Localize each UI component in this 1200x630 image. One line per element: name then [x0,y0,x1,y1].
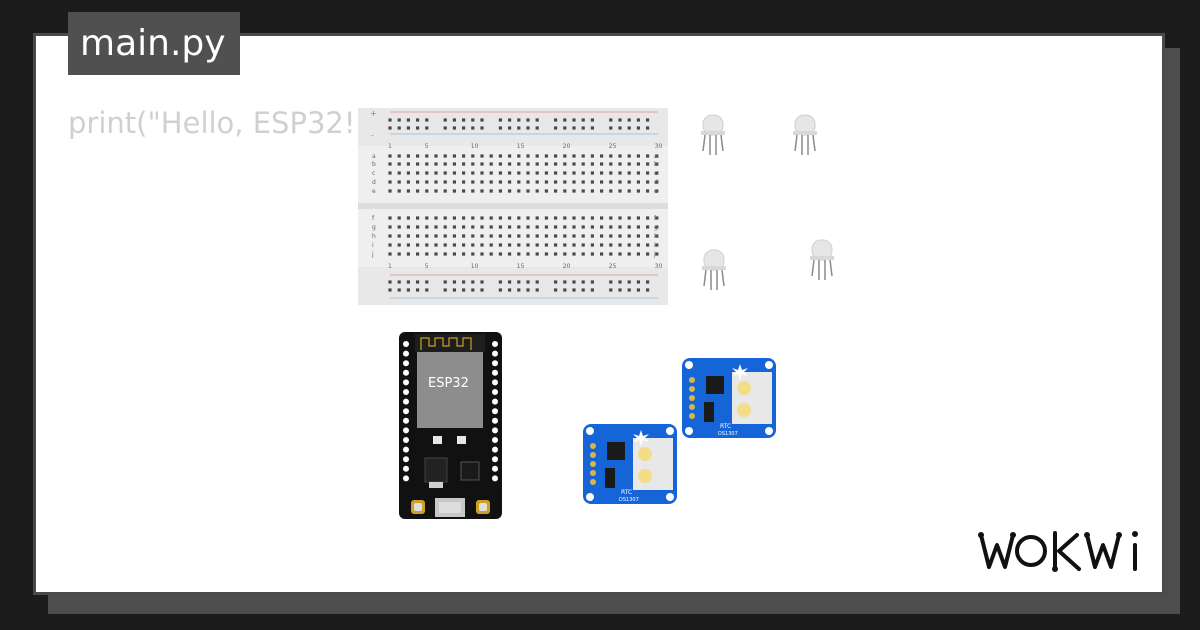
row-letter: i [654,242,656,249]
rgb-led-icon[interactable] [697,111,729,159]
file-tab-main-py[interactable]: main.py [68,12,240,75]
header-pin[interactable] [492,446,498,453]
wokwi-logo [978,531,1138,572]
header-pin[interactable] [492,398,498,405]
header-pin[interactable] [492,360,498,367]
row-letter: g [372,224,376,231]
row-letter: a [372,153,376,160]
row-letter: j [653,251,656,258]
header-pin[interactable] [403,456,409,463]
code-line: print("Hello, ESP32!") [68,106,381,140]
header-pin[interactable] [403,398,409,405]
header-pin[interactable] [403,369,409,376]
rtc-module[interactable]: RTC DS1307 [583,424,677,504]
column-number: 1 [388,263,392,270]
rtc-title: RTC [720,423,731,430]
rtc-module[interactable]: RTC DS1307 [682,358,776,438]
row-letter: g [654,224,658,231]
header-pin[interactable] [403,379,409,386]
column-number: 30 [655,143,663,150]
column-number: 10 [471,263,479,270]
row-letter: f [654,215,657,222]
row-letter: a [654,153,658,160]
row-letter: b [654,161,658,168]
header-pin[interactable] [492,437,498,443]
esp32-devkit[interactable]: ESP32 [399,332,502,519]
header-pin[interactable] [492,475,498,482]
header-pin[interactable] [492,417,498,424]
header-pin[interactable] [492,350,498,357]
rgb-led-icon[interactable] [789,111,821,159]
row-letter: c [372,170,375,177]
column-number: 20 [563,263,571,270]
header-pin[interactable] [403,446,409,453]
column-number: 1 [388,143,392,150]
header-pin[interactable] [403,389,409,395]
header-pin[interactable] [492,341,498,347]
row-letter: i [372,242,374,249]
header-pin[interactable] [403,350,409,357]
header-pin[interactable] [492,465,498,472]
row-letter: e [372,188,376,195]
header-pin[interactable] [492,379,498,386]
rail-minus-label: - [371,131,374,140]
column-number: 25 [609,263,617,270]
row-letter: c [654,170,657,177]
rail-plus-label: + [370,109,377,118]
header-pin[interactable] [403,465,409,472]
header-pin[interactable] [403,408,409,415]
header-pin[interactable] [492,427,498,434]
header-pin[interactable] [403,475,409,482]
header-pin[interactable] [403,341,409,347]
esp32-chip-label: ESP32 [428,376,469,391]
header-pin[interactable] [403,427,409,434]
column-number: 5 [425,263,429,270]
column-number: 15 [517,143,525,150]
column-number: 5 [425,143,429,150]
row-letter: h [372,233,376,240]
row-letter: e [654,188,658,195]
rtc-title: RTC [621,489,632,496]
header-pin[interactable] [403,360,409,367]
header-pin[interactable] [403,437,409,443]
rtc-part: DS1307 [619,497,639,503]
rtc-part: DS1307 [718,431,738,437]
column-number: 10 [471,143,479,150]
row-letter: b [372,161,376,168]
column-number: 25 [609,143,617,150]
header-pin[interactable] [492,369,498,376]
header-pin[interactable] [492,389,498,395]
header-pin[interactable] [492,408,498,415]
rgb-led-icon[interactable] [806,236,838,284]
row-letter: d [372,179,376,186]
row-letter: d [654,179,658,186]
row-letter: j [371,251,374,258]
row-letter: h [654,233,658,240]
rgb-led-icon[interactable] [698,246,730,294]
header-pin[interactable] [403,417,409,424]
column-number: 15 [517,263,525,270]
row-letter: f [372,215,375,222]
column-number: 30 [655,263,663,270]
header-pin[interactable] [492,456,498,463]
column-number: 20 [563,143,571,150]
